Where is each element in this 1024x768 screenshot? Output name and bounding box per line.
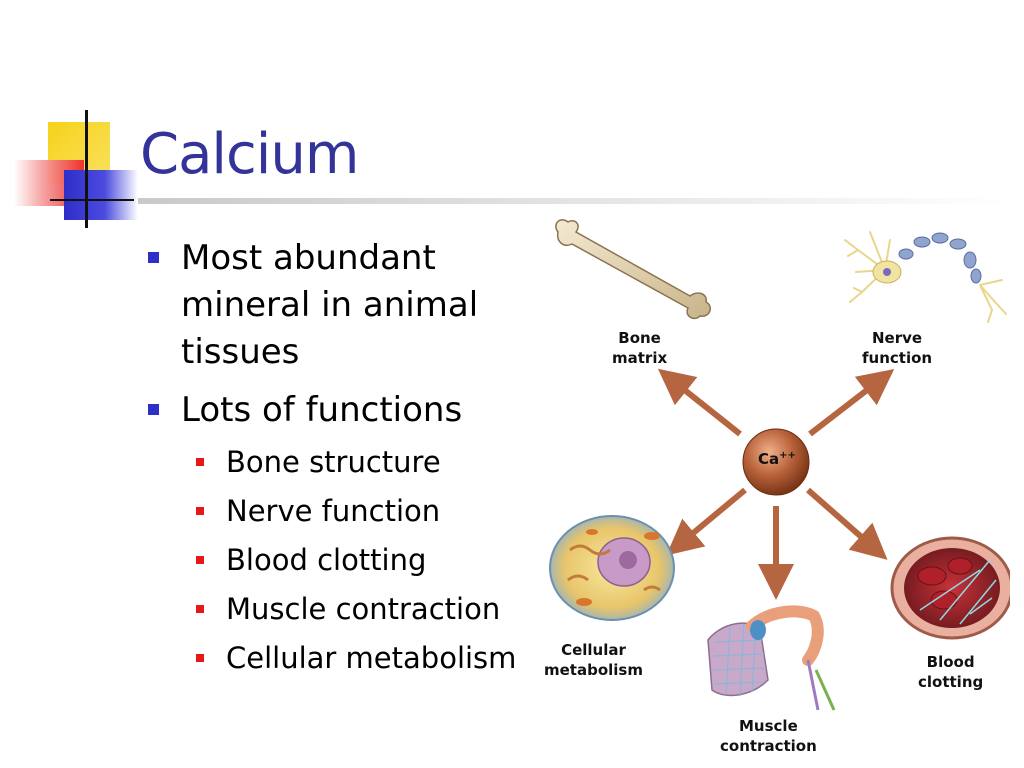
bullet-text-line: mineral in animal [181, 285, 479, 325]
sub-bullet-text: Blood clotting [226, 543, 427, 577]
arrow-to-blood [806, 487, 888, 560]
neuron-illustration [844, 231, 1007, 323]
sub-bullet-square-icon [196, 556, 204, 564]
diagram-graphics [549, 219, 1010, 711]
calcium-charge: ++ [779, 450, 796, 461]
bullet-square-icon [148, 252, 159, 263]
sub-bullet-square-icon [196, 458, 204, 466]
sub-bullet-text: Nerve function [226, 494, 441, 528]
sub-bullet-text: Cellular metabolism [226, 641, 517, 675]
sub-bullet-square-icon [196, 605, 204, 613]
calcium-symbol: Ca [758, 450, 780, 468]
muscle-contraction-label: Muscle contraction [720, 717, 817, 755]
bullet-square-icon [148, 404, 159, 415]
bone-illustration [555, 219, 711, 320]
bullet-text-line: tissues [181, 332, 300, 372]
blood-vessel-illustration [890, 536, 1010, 640]
title-decoration-vline [85, 110, 88, 228]
nerve-function-label: Nerve function [862, 329, 933, 367]
bone-matrix-label: Bone matrix [612, 329, 668, 367]
calcium-functions-diagram: Bone matrix Nerve function Ca++ Cellular… [540, 210, 1010, 765]
arrow-to-cell [666, 487, 747, 556]
title-decoration-hline [50, 199, 134, 201]
muscle-illustration [707, 605, 836, 711]
blood-clotting-label: Blood clotting [918, 653, 984, 691]
diagram-arrows [657, 368, 895, 600]
cellular-metabolism-label: Cellular metabolism [544, 641, 643, 679]
sub-bullet-square-icon [196, 507, 204, 515]
title-decoration-blue [64, 170, 138, 220]
calcium-node [742, 428, 810, 496]
slide-title: Calcium [140, 122, 359, 187]
arrow-to-bone [657, 368, 742, 437]
title-underline [138, 198, 1008, 204]
sub-bullet-text: Bone structure [226, 445, 441, 479]
bullet-text-line: Most abundant [181, 238, 436, 278]
sub-bullet-square-icon [196, 654, 204, 662]
bullet-text-line: Lots of functions [181, 390, 463, 430]
sub-bullet-text: Muscle contraction [226, 592, 501, 626]
calcium-label: Ca++ [758, 450, 796, 468]
cell-illustration [549, 515, 675, 621]
arrow-to-nerve [808, 369, 895, 437]
